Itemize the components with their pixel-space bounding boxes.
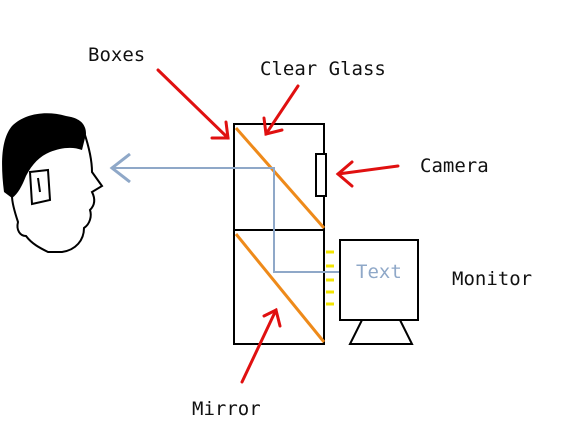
light-dashes	[326, 250, 334, 306]
label-clear-glass: Clear Glass	[260, 58, 386, 80]
hair	[2, 113, 86, 198]
lower-box	[233, 229, 325, 345]
monitor-stand	[348, 319, 414, 345]
light-path	[112, 167, 346, 273]
camera-arrow	[336, 164, 400, 176]
label-boxes: Boxes	[88, 44, 145, 66]
monitor-icon	[339, 239, 419, 345]
boxes-arrow	[156, 68, 230, 140]
label-mirror: Mirror	[192, 398, 261, 420]
clear-glass-arrow	[264, 84, 300, 136]
person-head-icon	[2, 113, 104, 253]
boxes-arrowhead	[210, 120, 230, 140]
label-camera: Camera	[420, 155, 489, 177]
label-monitor: Monitor	[452, 268, 532, 290]
mirror	[234, 233, 326, 343]
clear-glass-arrowhead	[262, 116, 284, 136]
camera-icon	[315, 153, 327, 197]
ear-inner	[37, 177, 41, 193]
monitor-screen	[339, 239, 419, 321]
camera-arrowhead	[335, 160, 354, 188]
monitor-screen-text: Text	[356, 261, 402, 283]
mirror-arrowhead	[262, 307, 282, 328]
annotation-arrows	[156, 68, 400, 384]
face-outline	[11, 131, 104, 253]
light-path-arrowhead	[109, 152, 131, 184]
clear-glass	[234, 127, 326, 229]
mirror-arrow	[240, 308, 278, 384]
boxes-unit	[233, 123, 326, 345]
